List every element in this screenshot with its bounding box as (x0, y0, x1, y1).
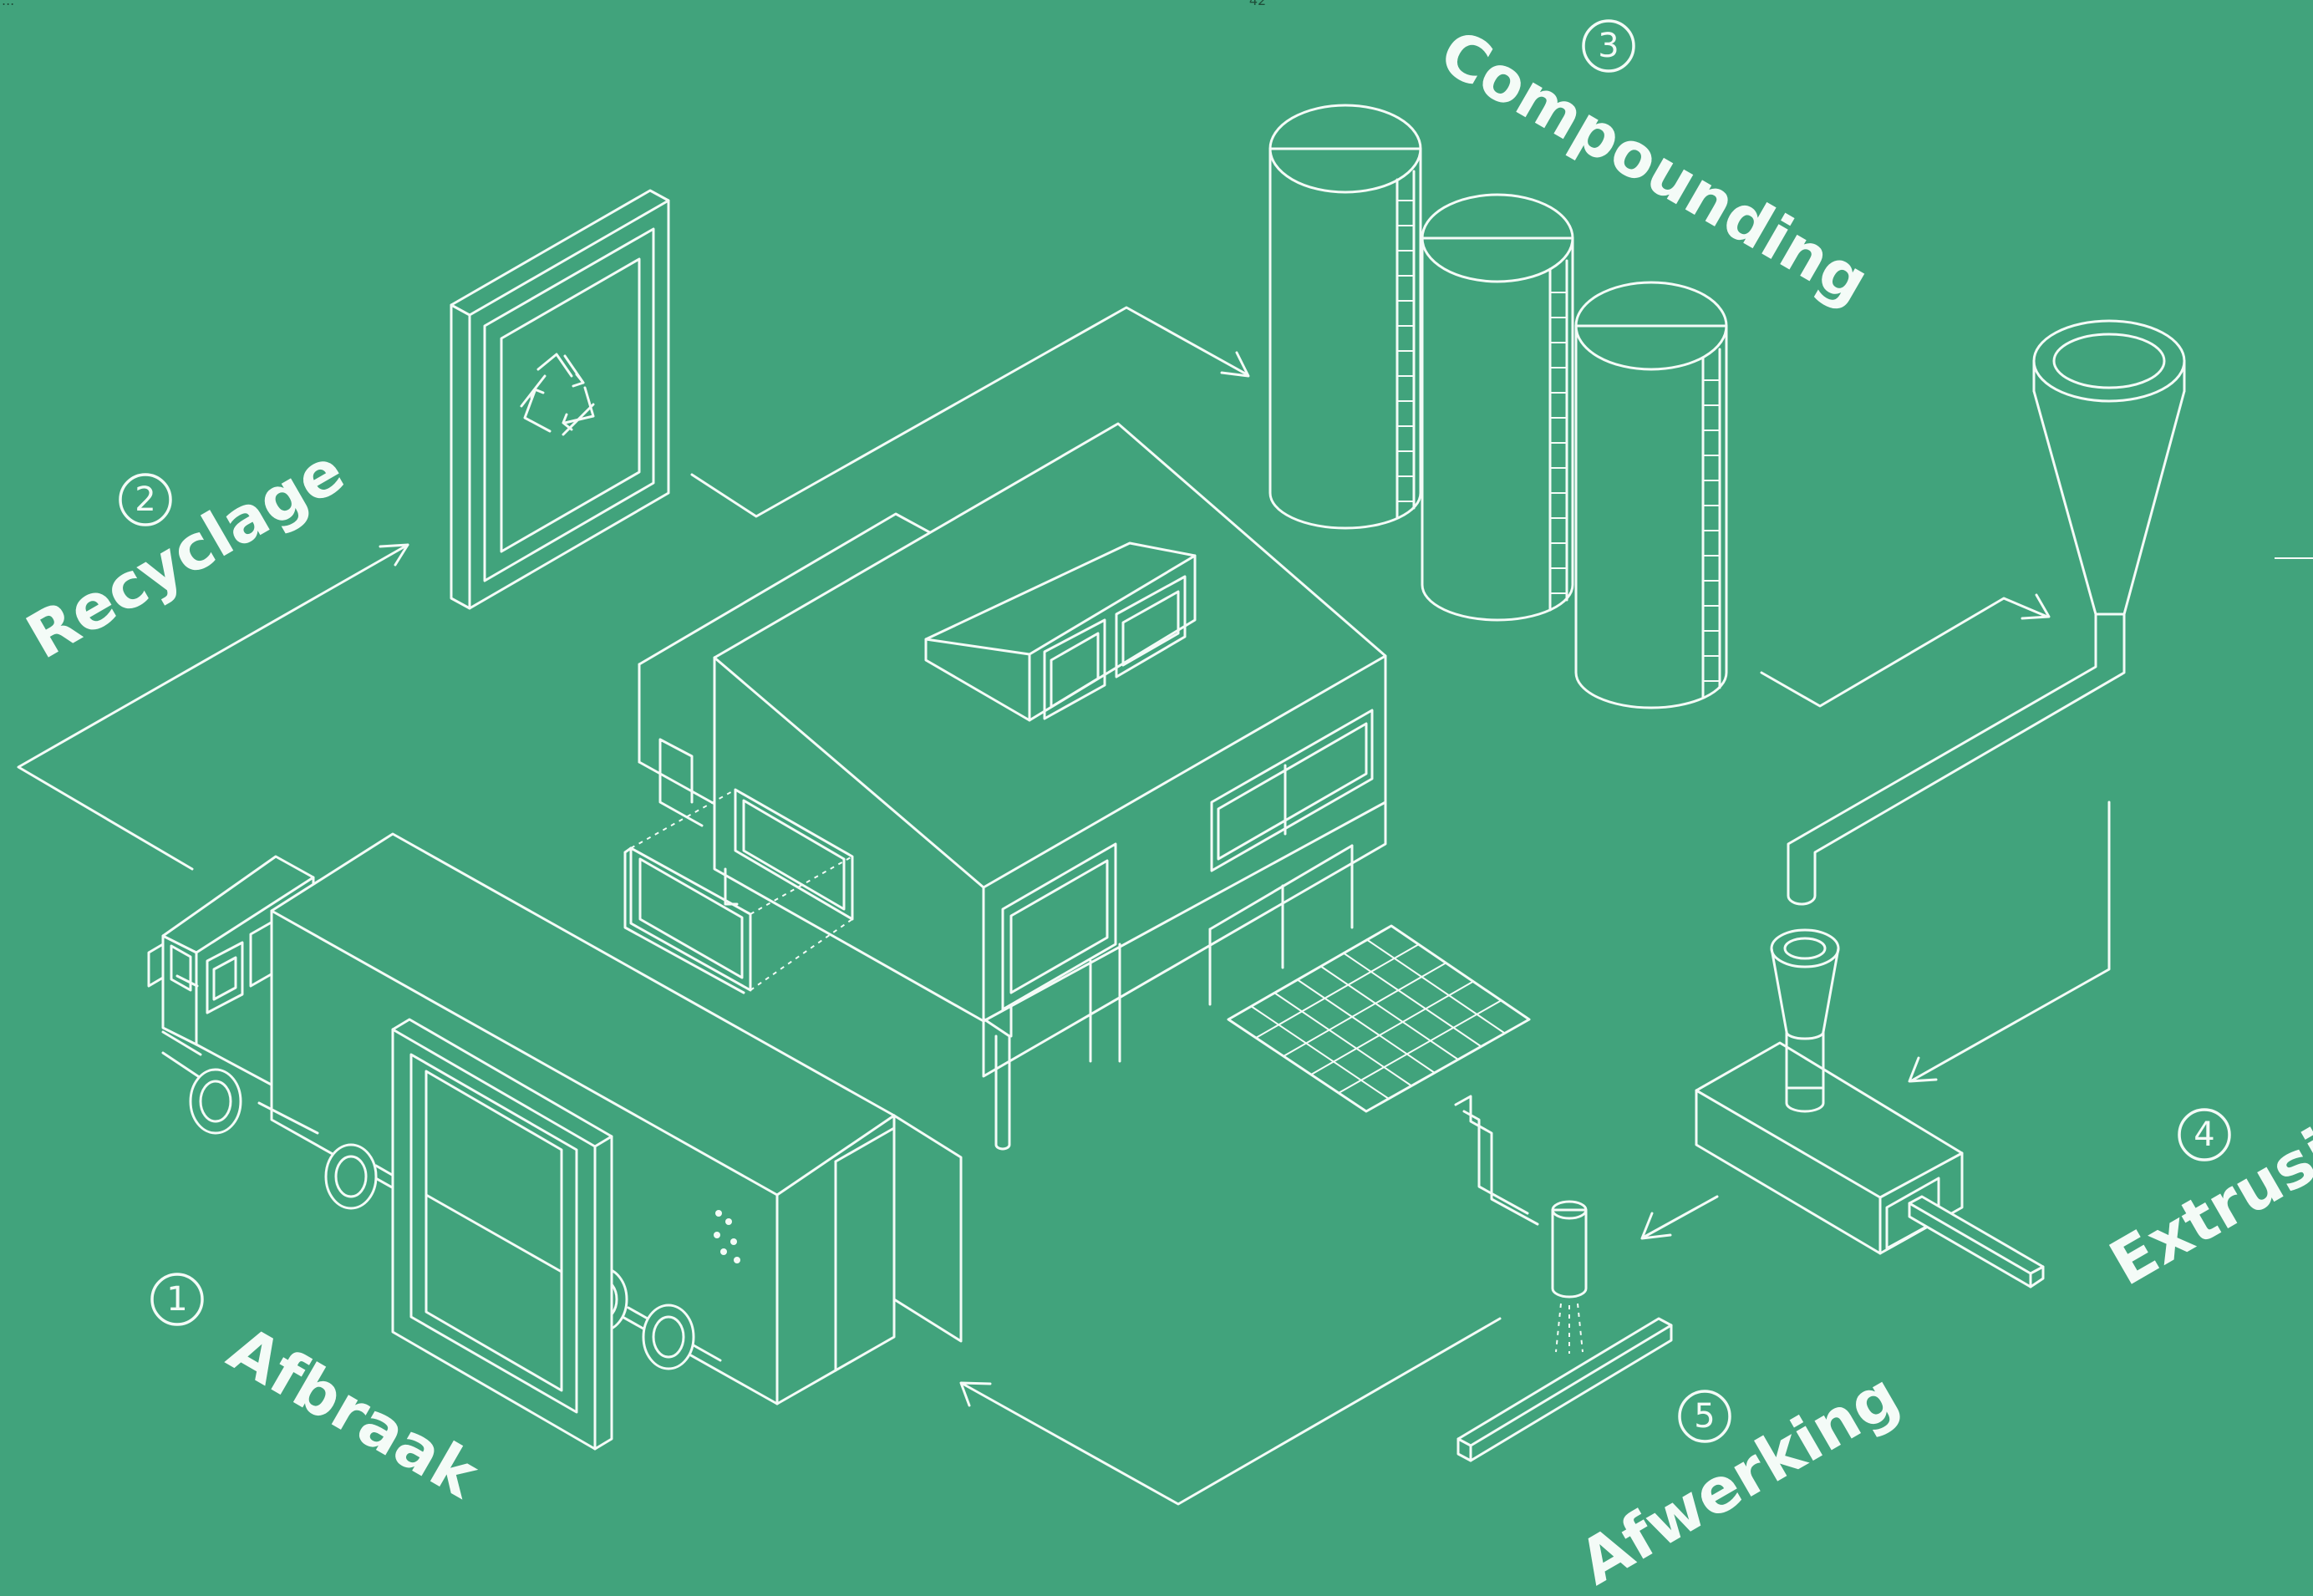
hopper (1788, 321, 2184, 904)
patio-grid (1228, 926, 1529, 1111)
step-number-1: 1 (166, 1280, 187, 1319)
step-label-5: 5 Afwerking (1568, 1360, 1911, 1596)
step-title-afwerking: Afwerking (1568, 1360, 1911, 1596)
step-number-2: 2 (135, 480, 155, 519)
silo-2 (1422, 195, 1573, 620)
step-title-recyclage: Recyclage (15, 435, 356, 673)
extruder (1696, 930, 2043, 1287)
page-number: 42 (1249, 0, 1266, 8)
step-number-5: 5 (1694, 1397, 1715, 1436)
arrow-compounding-to-extrusie (1761, 598, 2047, 706)
silo-1 (1270, 105, 1421, 528)
step-number-3: 3 (1598, 27, 1619, 65)
finishing-station (1456, 1096, 1671, 1461)
step-label-4: 4 Extrusie (2098, 1095, 2313, 1300)
step-number-4: 4 (2194, 1116, 2214, 1154)
step-label-2: 2 Recyclage (15, 435, 356, 673)
corner-text: ... (2, 0, 14, 8)
arrow-afwerking-to-afbraak (963, 1319, 1500, 1504)
recycle-frame (451, 191, 668, 608)
silo-3 (1576, 282, 1726, 708)
arrow-extrusie-to-afwerking (1645, 1197, 1717, 1237)
arrow-to-extruder (1912, 802, 2109, 1080)
